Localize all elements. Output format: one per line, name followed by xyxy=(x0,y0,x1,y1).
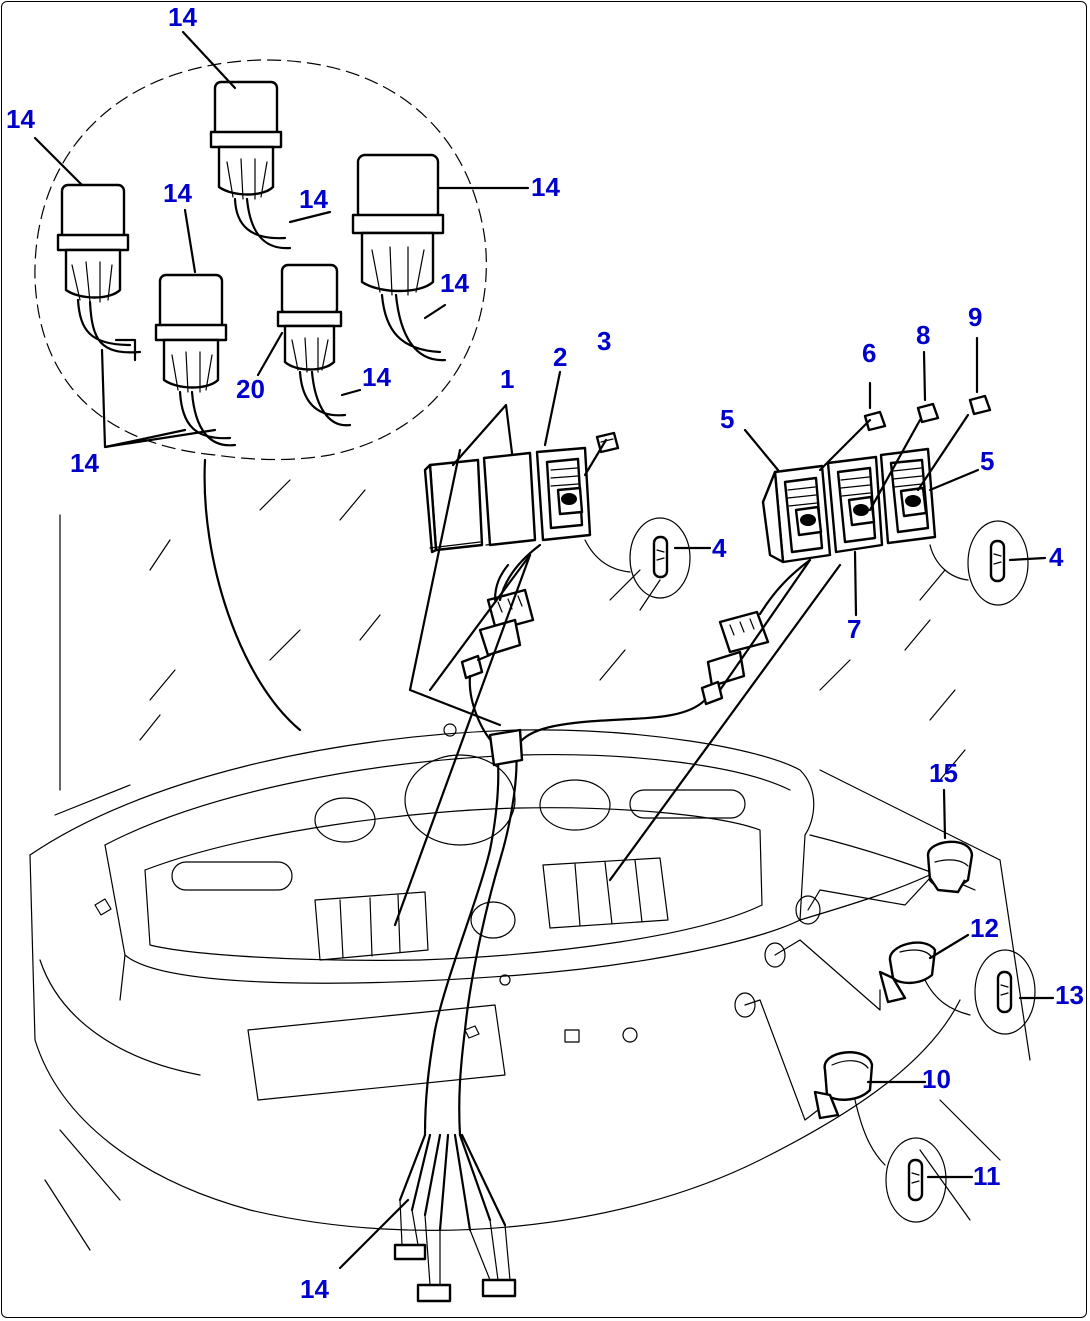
callout-12: 12 xyxy=(970,913,999,943)
callout-9: 9 xyxy=(968,302,982,332)
callout-13: 13 xyxy=(1055,980,1084,1010)
callout-15: 15 xyxy=(929,758,958,788)
guide-line-15 xyxy=(807,877,931,911)
button-12 xyxy=(878,941,971,1016)
guide-line-10 xyxy=(744,999,819,1121)
callout-3: 3 xyxy=(597,326,611,356)
callout-10: 10 xyxy=(922,1064,951,1094)
callout-4-left: 4 xyxy=(712,533,727,563)
detail-lead-line xyxy=(203,458,302,732)
relay-19 xyxy=(351,153,447,362)
switch-5a xyxy=(761,464,832,564)
relay-18 xyxy=(209,80,292,250)
bulb-11 xyxy=(885,1137,947,1223)
callout-1: 1 xyxy=(500,364,514,394)
callout-17: 14 xyxy=(163,178,192,208)
switch-7 xyxy=(826,455,884,554)
lens-9 xyxy=(968,394,992,416)
lens-8 xyxy=(916,402,940,424)
relay-17 xyxy=(154,273,237,447)
button-15 xyxy=(926,840,974,894)
callout-11: 11 xyxy=(973,1161,1001,1191)
bulb-4-right xyxy=(929,520,1029,606)
dashboard-outline xyxy=(29,479,1031,1251)
callout-16: 14 xyxy=(6,104,35,134)
guide-line-12 xyxy=(774,939,881,1011)
callout-20: 20 xyxy=(236,374,265,404)
callout-14-c: 14 xyxy=(362,362,391,392)
leader-lines xyxy=(33,30,1055,1270)
callout-4-right: 4 xyxy=(1049,542,1064,572)
callout-2: 2 xyxy=(553,342,567,372)
bulb-13 xyxy=(974,949,1036,1035)
switch-2 xyxy=(535,446,592,542)
relay-20 xyxy=(276,263,352,427)
bulb-4-left xyxy=(584,517,691,599)
callout-labels: 14 14 14 14 14 14 14 20 14 1 2 3 4 5 6 8… xyxy=(6,2,1084,1304)
switch-5b xyxy=(879,447,937,545)
callout-14-e: 14 xyxy=(300,1274,329,1304)
callout-14-b: 14 xyxy=(440,268,469,298)
callout-7: 7 xyxy=(847,614,861,644)
callout-8: 8 xyxy=(916,320,930,350)
callout-5-left: 5 xyxy=(720,404,734,434)
switch-blank-1a xyxy=(423,458,484,554)
callout-18: 14 xyxy=(168,2,197,32)
lens-6 xyxy=(863,410,887,432)
main-harness xyxy=(393,728,524,1303)
detail-circle xyxy=(34,59,487,461)
callout-5-right: 5 xyxy=(980,446,994,476)
switch-blank-1b xyxy=(482,451,537,547)
button-10 xyxy=(813,1051,886,1166)
callout-14-d: 14 xyxy=(70,448,99,478)
relay-16 xyxy=(56,183,142,362)
connector-right xyxy=(510,558,812,762)
callout-6: 6 xyxy=(862,338,876,368)
callout-19: 14 xyxy=(531,172,560,202)
callout-14-a: 14 xyxy=(299,184,328,214)
